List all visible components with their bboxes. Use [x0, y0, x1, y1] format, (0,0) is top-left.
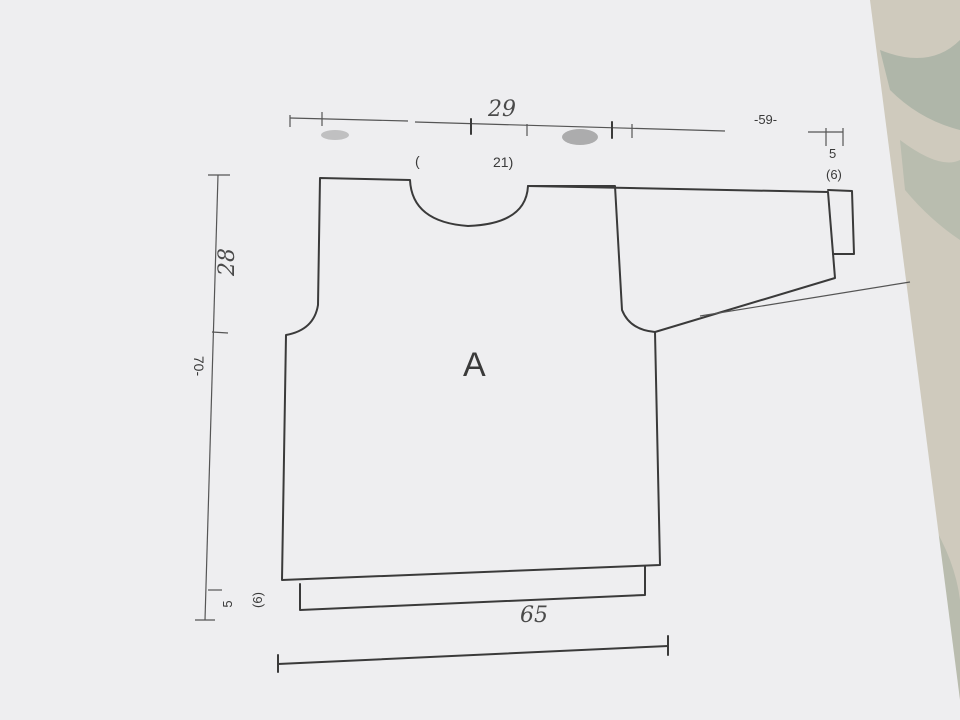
- paper-fold-line: [699, 281, 911, 317]
- pencil-smudge: [321, 130, 349, 140]
- label-bottom-width-handwritten: 65: [520, 603, 548, 628]
- sleeve-outline: [527, 185, 836, 333]
- top-measure-line: [289, 112, 726, 139]
- label-cuff-width: 5: [829, 146, 836, 161]
- label-top-width: -59-: [754, 112, 777, 127]
- label-cuff-width-alt: (6): [826, 167, 842, 182]
- label-neck-width: 21): [493, 154, 513, 170]
- length-measure-line: [195, 174, 230, 621]
- label-total-length: 70-: [191, 356, 207, 377]
- label-rib-height-alt: (6): [250, 592, 265, 608]
- rib-band-outline: [299, 565, 646, 611]
- label-neck-open-paren: (: [415, 153, 420, 169]
- label-armhole-depth-handwritten: 28: [215, 248, 240, 277]
- sleeve-cuff: [827, 189, 855, 255]
- cuff-measure-line: [808, 128, 844, 146]
- bottom-measure-line: [277, 635, 669, 673]
- pencil-smudge: [562, 129, 598, 145]
- label-rib-height: 5: [220, 600, 235, 607]
- label-top-width-handwritten: 29: [487, 97, 516, 122]
- piece-label: A: [463, 346, 486, 384]
